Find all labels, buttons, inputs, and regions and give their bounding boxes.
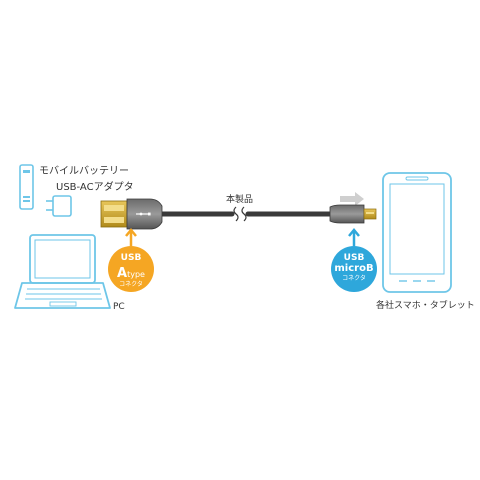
- badge-pointer-lines: [125, 228, 360, 246]
- smartphone-tablet-label: 各社スマホ・タブレット: [376, 301, 475, 311]
- badge-a-usb: USB: [120, 253, 142, 263]
- insert-direction-arrow-icon: [340, 192, 364, 206]
- badge-b-connector: コネクタ: [342, 275, 366, 282]
- badge-a-letter: A: [117, 266, 128, 281]
- micro-b-plug: [329, 204, 377, 224]
- this-product-label: 本製品: [226, 195, 254, 205]
- badge-a-type-word: type: [127, 270, 145, 279]
- mobile-battery-icon: [19, 164, 34, 210]
- badge-a-type: Atype: [108, 264, 154, 280]
- usb-a-plug: [100, 198, 163, 230]
- laptop-pc-icon: [14, 234, 111, 309]
- pc-label: PC: [113, 302, 125, 312]
- badge-b-type: microB: [334, 263, 374, 274]
- usb-a-connector-badge: USB Atype コネクタ: [108, 246, 154, 292]
- usb-ac-adapter-icon: [46, 195, 72, 217]
- smartphone-icon: [382, 172, 452, 293]
- usb-ac-adapter-label: USB-ACアダプタ: [56, 182, 134, 193]
- badge-a-connector: コネクタ: [119, 281, 143, 288]
- mobile-battery-label: モバイルバッテリー: [39, 166, 129, 177]
- usb-cable: [159, 206, 333, 222]
- usb-microb-connector-badge: USB microB コネクタ: [331, 246, 377, 292]
- badge-b-usb: USB: [343, 253, 365, 263]
